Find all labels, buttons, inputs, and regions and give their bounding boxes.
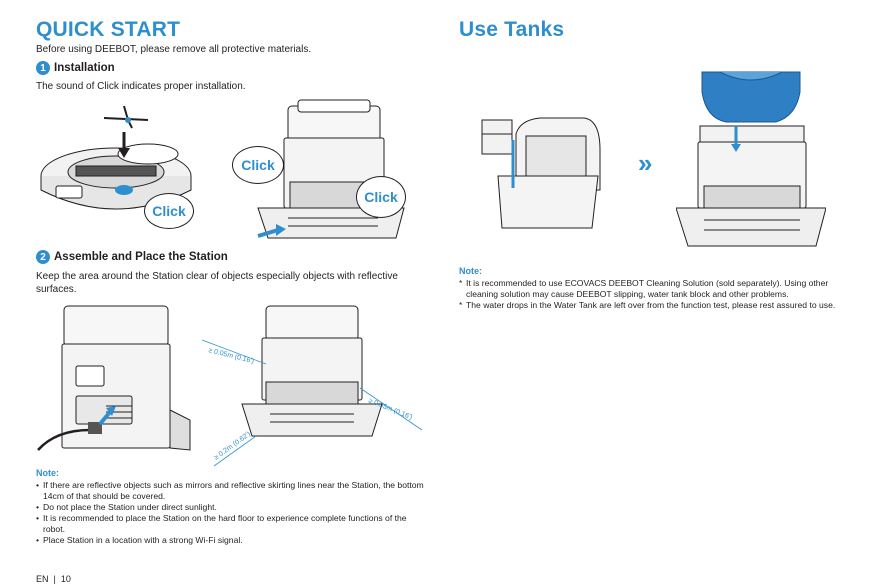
right-note-item: The water drops in the Water Tank are le…	[459, 300, 854, 311]
next-step-arrow: »	[638, 148, 653, 178]
step1-heading: 1 Installation	[36, 61, 115, 75]
page-footer: EN | 10	[36, 574, 71, 584]
step1-text: The sound of Click indicates proper inst…	[36, 81, 246, 92]
step2-title: Assemble and Place the Station	[54, 251, 228, 263]
tank-compartment-illustration	[481, 117, 601, 229]
click-label-station-left: Click	[232, 146, 284, 184]
footer-lang: EN	[36, 574, 49, 584]
click-label-station-right: Click	[356, 176, 406, 218]
right-note-list: It is recommended to use ECOVACS DEEBOT …	[459, 278, 854, 311]
footer-page-number: 10	[60, 574, 71, 584]
step1-title: Installation	[54, 62, 115, 74]
step1-number: 1	[36, 61, 50, 75]
quick-start-title: QUICK START	[36, 18, 181, 41]
station-tank-illustration	[676, 71, 826, 247]
step2-number: 2	[36, 250, 50, 264]
robot-install-illustration	[40, 105, 192, 210]
right-note-item: It is recommended to use ECOVACS DEEBOT …	[459, 278, 854, 300]
click-label-robot: Click	[144, 193, 194, 229]
right-note-title: Note:	[459, 266, 482, 276]
station-clearance-illustration: ≥ 0.05m (0.16') ≥ 0.05m (0.16') ≥ 0.2m (…	[201, 305, 423, 467]
footer-separator: |	[51, 574, 59, 584]
clearance-front-label: ≥ 0.2m (0.62')	[213, 431, 252, 462]
left-note-list: If there are reflective objects such as …	[36, 480, 426, 546]
left-note-item: If there are reflective objects such as …	[36, 480, 426, 502]
station-plug-illustration	[37, 305, 191, 451]
left-note-item: Place Station in a location with a stron…	[36, 535, 426, 546]
left-note-item: Do not place the Station under direct su…	[36, 502, 426, 513]
step2-heading: 2 Assemble and Place the Station	[36, 250, 228, 264]
use-tanks-title: Use Tanks	[459, 18, 565, 41]
left-note-item: It is recommended to place the Station o…	[36, 513, 426, 535]
clearance-left-label: ≥ 0.05m (0.16')	[208, 347, 255, 365]
left-note-title: Note:	[36, 468, 59, 478]
intro-text: Before using DEEBOT, please remove all p…	[36, 44, 312, 55]
step2-text: Keep the area around the Station clear o…	[36, 271, 398, 295]
